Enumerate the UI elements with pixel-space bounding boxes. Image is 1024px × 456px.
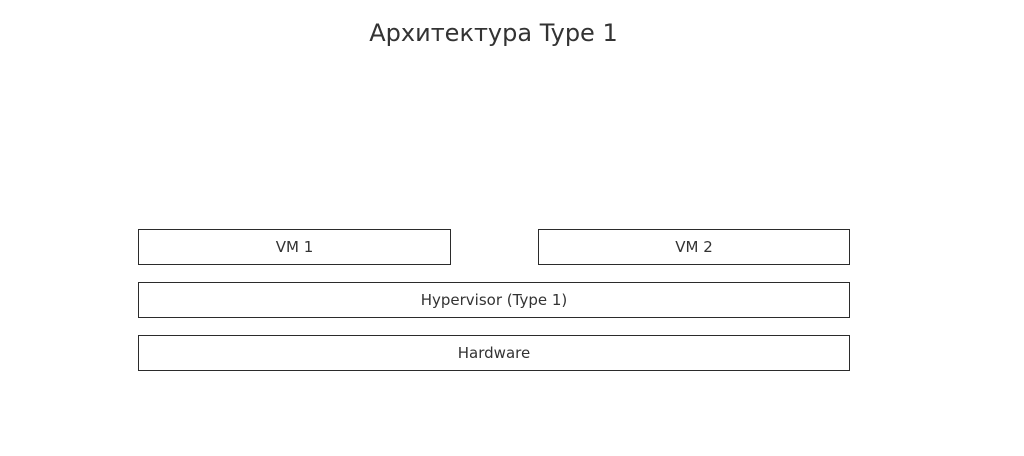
- vm-2-label: VM 2: [675, 238, 713, 256]
- diagram-title: Архитектура Type 1: [369, 19, 618, 47]
- vm-1-label: VM 1: [275, 238, 314, 256]
- vm-2-box: VM 2: [538, 229, 850, 265]
- vm-1-box: VM 1: [138, 229, 451, 265]
- hypervisor-box: Hypervisor (Type 1): [138, 282, 850, 318]
- hardware-label: Hardware: [457, 344, 531, 362]
- hardware-box: Hardware: [138, 335, 850, 371]
- hypervisor-label: Hypervisor (Type 1): [420, 291, 568, 309]
